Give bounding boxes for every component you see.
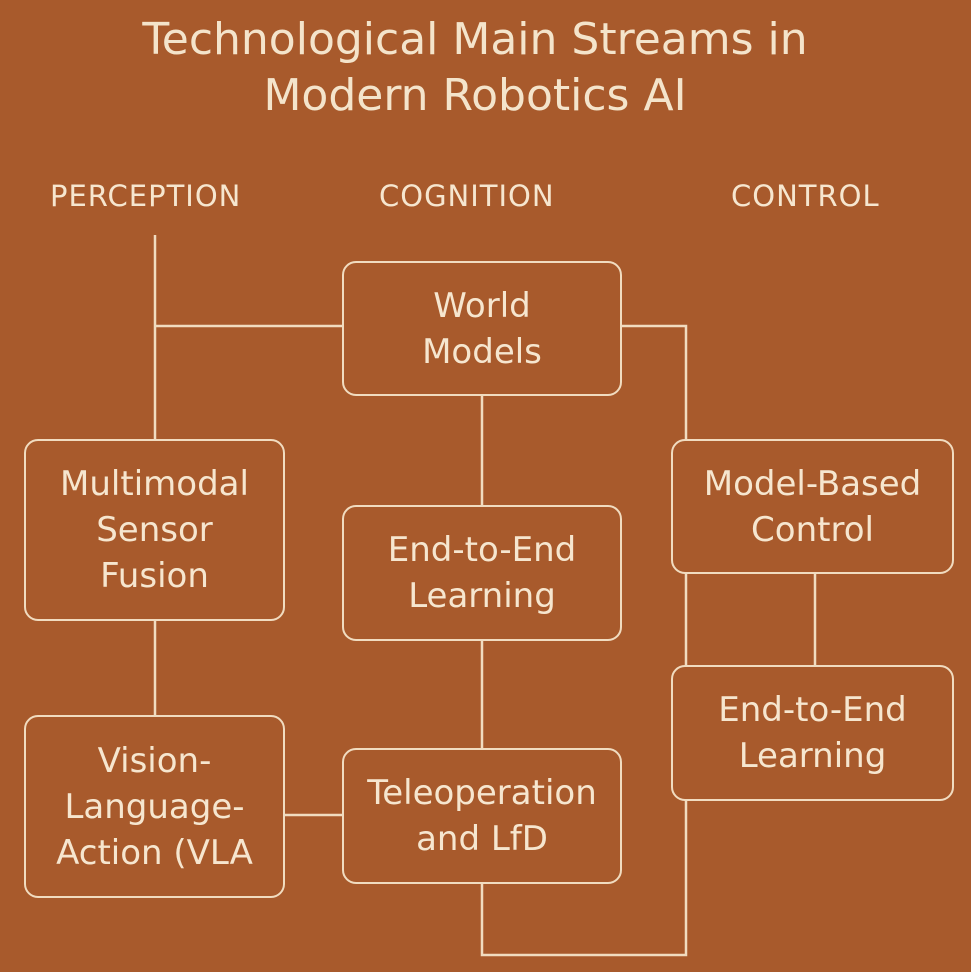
diagram-title: Technological Main Streams in Modern Rob…	[0, 12, 950, 124]
node-vla-line-1: Vision-	[97, 740, 212, 781]
node-teleoperation-line-2: and LfD	[416, 819, 548, 859]
column-header-cognition: COGNITION	[379, 179, 555, 213]
node-end-to-end-learning-control: End-to-End Learning	[671, 665, 954, 801]
title-line-1: Technological Main Streams in	[142, 14, 808, 65]
node-teleoperation-lfd: Teleoperation and LfD	[342, 748, 622, 884]
node-sensor-fusion-line-1: Multimodal	[60, 464, 249, 504]
node-world-models-line-2: Models	[422, 331, 542, 372]
node-end-to-end-learning-cognition: End-to-End Learning	[342, 505, 622, 641]
node-world-models: World Models	[342, 261, 622, 396]
node-vla-line-2: Language-	[64, 786, 245, 827]
node-sensor-fusion-line-2: Sensor	[96, 510, 213, 550]
node-e2e-cognition-line-1: End-to-End	[387, 530, 577, 570]
connector-world-models-to-control	[621, 324, 688, 440]
node-model-based-control: Model-Based Control	[671, 439, 954, 574]
node-model-based-line-1: Model-Based	[703, 463, 922, 504]
node-sensor-fusion-line-3: Fusion	[100, 556, 209, 596]
node-vla-line-3: Action (VLA	[56, 832, 253, 873]
node-model-based-line-2: Control	[751, 509, 874, 550]
node-multimodal-sensor-fusion: Multimodal Sensor Fusion	[24, 439, 285, 621]
node-e2e-control-line-2: Learning	[738, 736, 887, 776]
node-vision-language-action: Vision- Language- Action (VLA	[24, 715, 285, 898]
node-teleoperation-line-1: Teleoperation	[367, 773, 597, 813]
node-e2e-control-line-1: End-to-End	[718, 690, 907, 730]
node-e2e-cognition-line-2: Learning	[408, 576, 556, 616]
title-line-2: Modern Robotics AI	[263, 70, 687, 121]
column-header-perception: PERCEPTION	[50, 179, 242, 213]
column-header-control: CONTROL	[731, 179, 880, 213]
node-world-models-line-1: World	[433, 285, 531, 326]
